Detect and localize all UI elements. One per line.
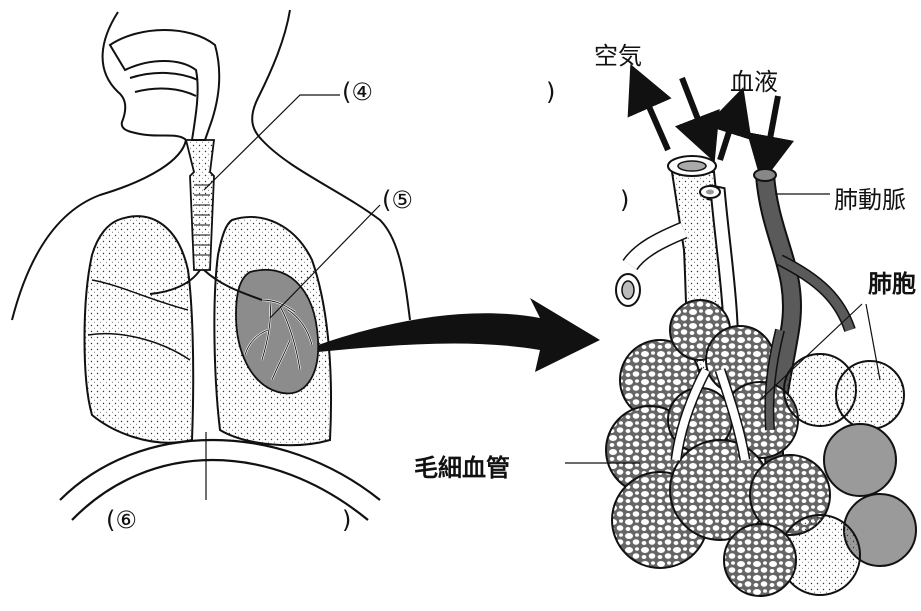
alveoli-label: 肺胞 <box>868 264 916 299</box>
alveoli-cluster <box>606 300 916 596</box>
blank-4-close: ) <box>546 78 555 106</box>
blank-6-close: ) <box>342 506 351 534</box>
blank-4-open: (④ <box>342 78 373 106</box>
air-label: 空気 <box>594 36 642 71</box>
pulmonary-artery-label: 肺動脈 <box>834 180 906 215</box>
blank-5-open: (⑤ <box>382 186 413 214</box>
blank-6-open: (⑥ <box>106 506 137 534</box>
blank-5-close: ) <box>620 186 629 214</box>
zoom-arrow <box>318 298 600 372</box>
nasal-cavity <box>110 30 219 140</box>
artery-opening <box>754 169 776 181</box>
blood-label: 血液 <box>730 62 778 97</box>
right-lung <box>85 216 194 442</box>
capillaries-label: 毛細血管 <box>414 448 510 483</box>
